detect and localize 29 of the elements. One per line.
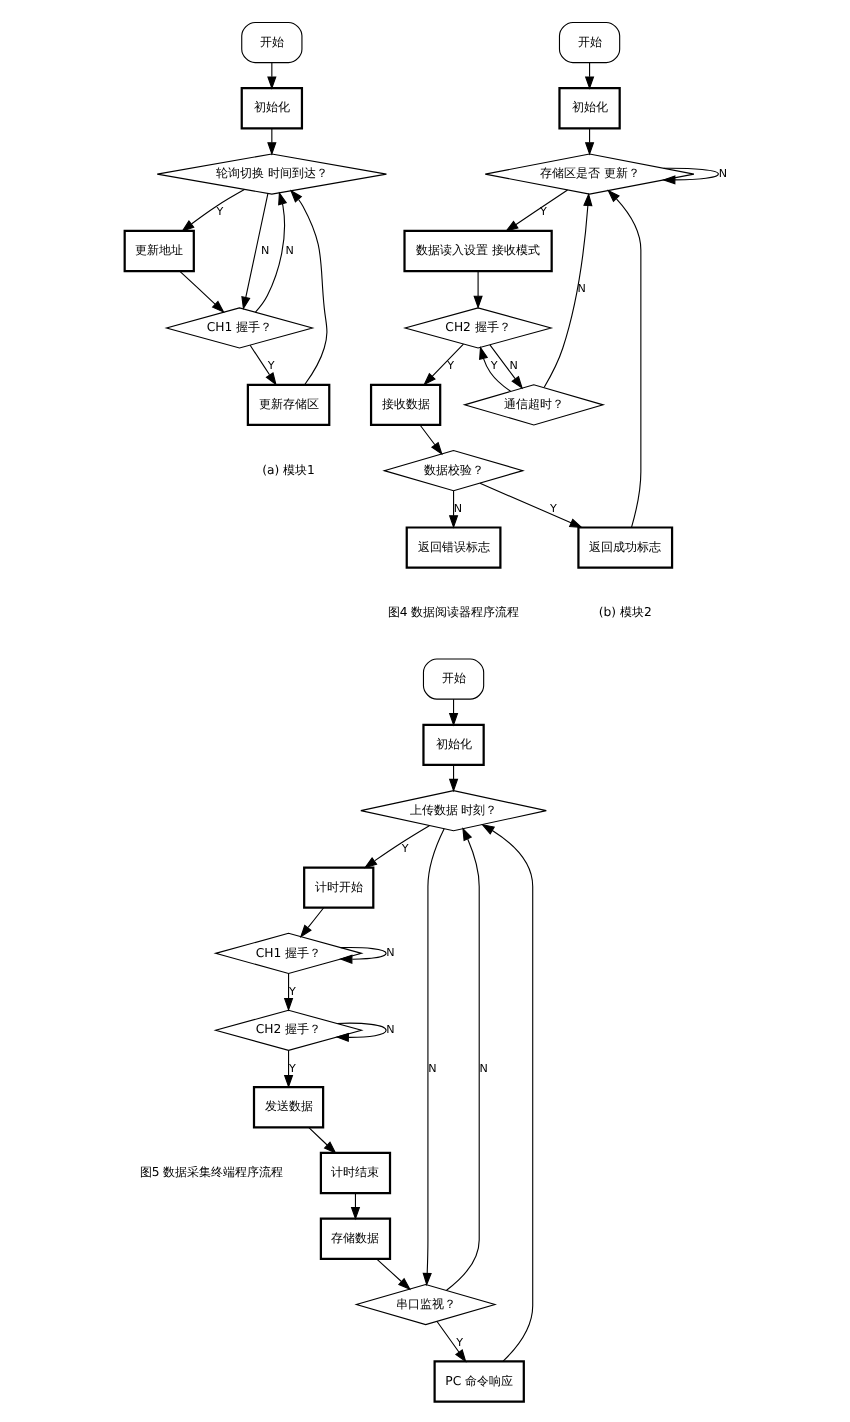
arrow [606,188,641,527]
arrow [447,489,458,528]
arrow [504,188,568,231]
arrow [180,187,244,231]
arrow [422,342,463,385]
arrow [478,481,582,528]
arrow [240,191,268,310]
arrow [472,269,482,309]
arrow [253,190,287,312]
arrow [178,269,224,313]
arrow [488,343,523,389]
arrow [307,1125,336,1153]
arrow [334,1021,386,1042]
arrow [374,1257,410,1290]
arrow [248,343,276,385]
arrow [282,1049,293,1088]
arrow [418,423,442,455]
arrow [362,824,429,868]
arrow [435,1319,466,1362]
arrow [288,188,327,385]
arrow [298,906,324,937]
arrow [480,822,533,1361]
arrow [478,344,511,391]
arrow [661,166,718,184]
arrow [445,826,479,1290]
arrow [542,191,592,387]
arrow [338,945,386,963]
arrow [421,827,444,1286]
arrow [282,972,293,1011]
